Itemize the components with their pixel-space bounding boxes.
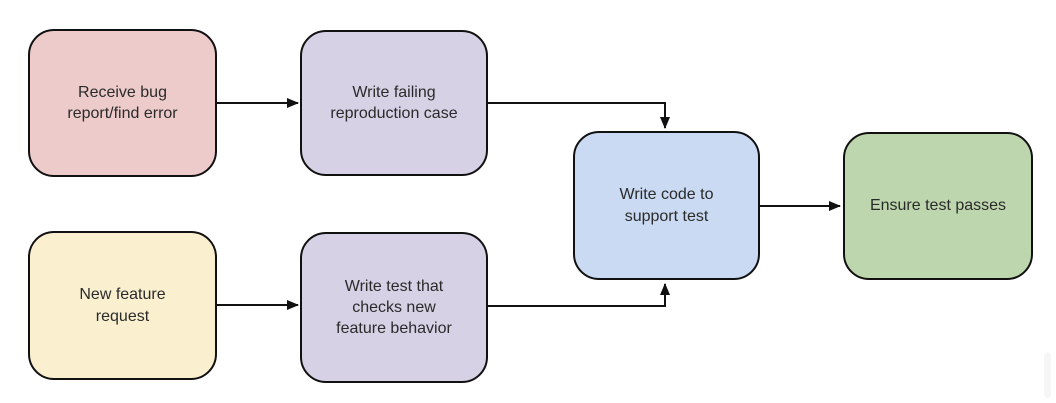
node-write-test-checks-new-feature: Write test that checks new feature behav… (300, 232, 488, 383)
node-receive-bug-report: Receive bug report/find error (28, 29, 217, 177)
node-write-code-to-support-test: Write code to support test (573, 131, 760, 280)
scrollbar-thumb[interactable] (1044, 352, 1051, 398)
node-ensure-test-passes: Ensure test passes (843, 132, 1033, 280)
edge-test-to-code (488, 283, 670, 307)
node-new-feature-request: New feature request (28, 231, 217, 380)
node-write-failing-reproduction-case: Write failing reproduction case (300, 30, 488, 176)
edge-repro-to-code (488, 102, 670, 129)
